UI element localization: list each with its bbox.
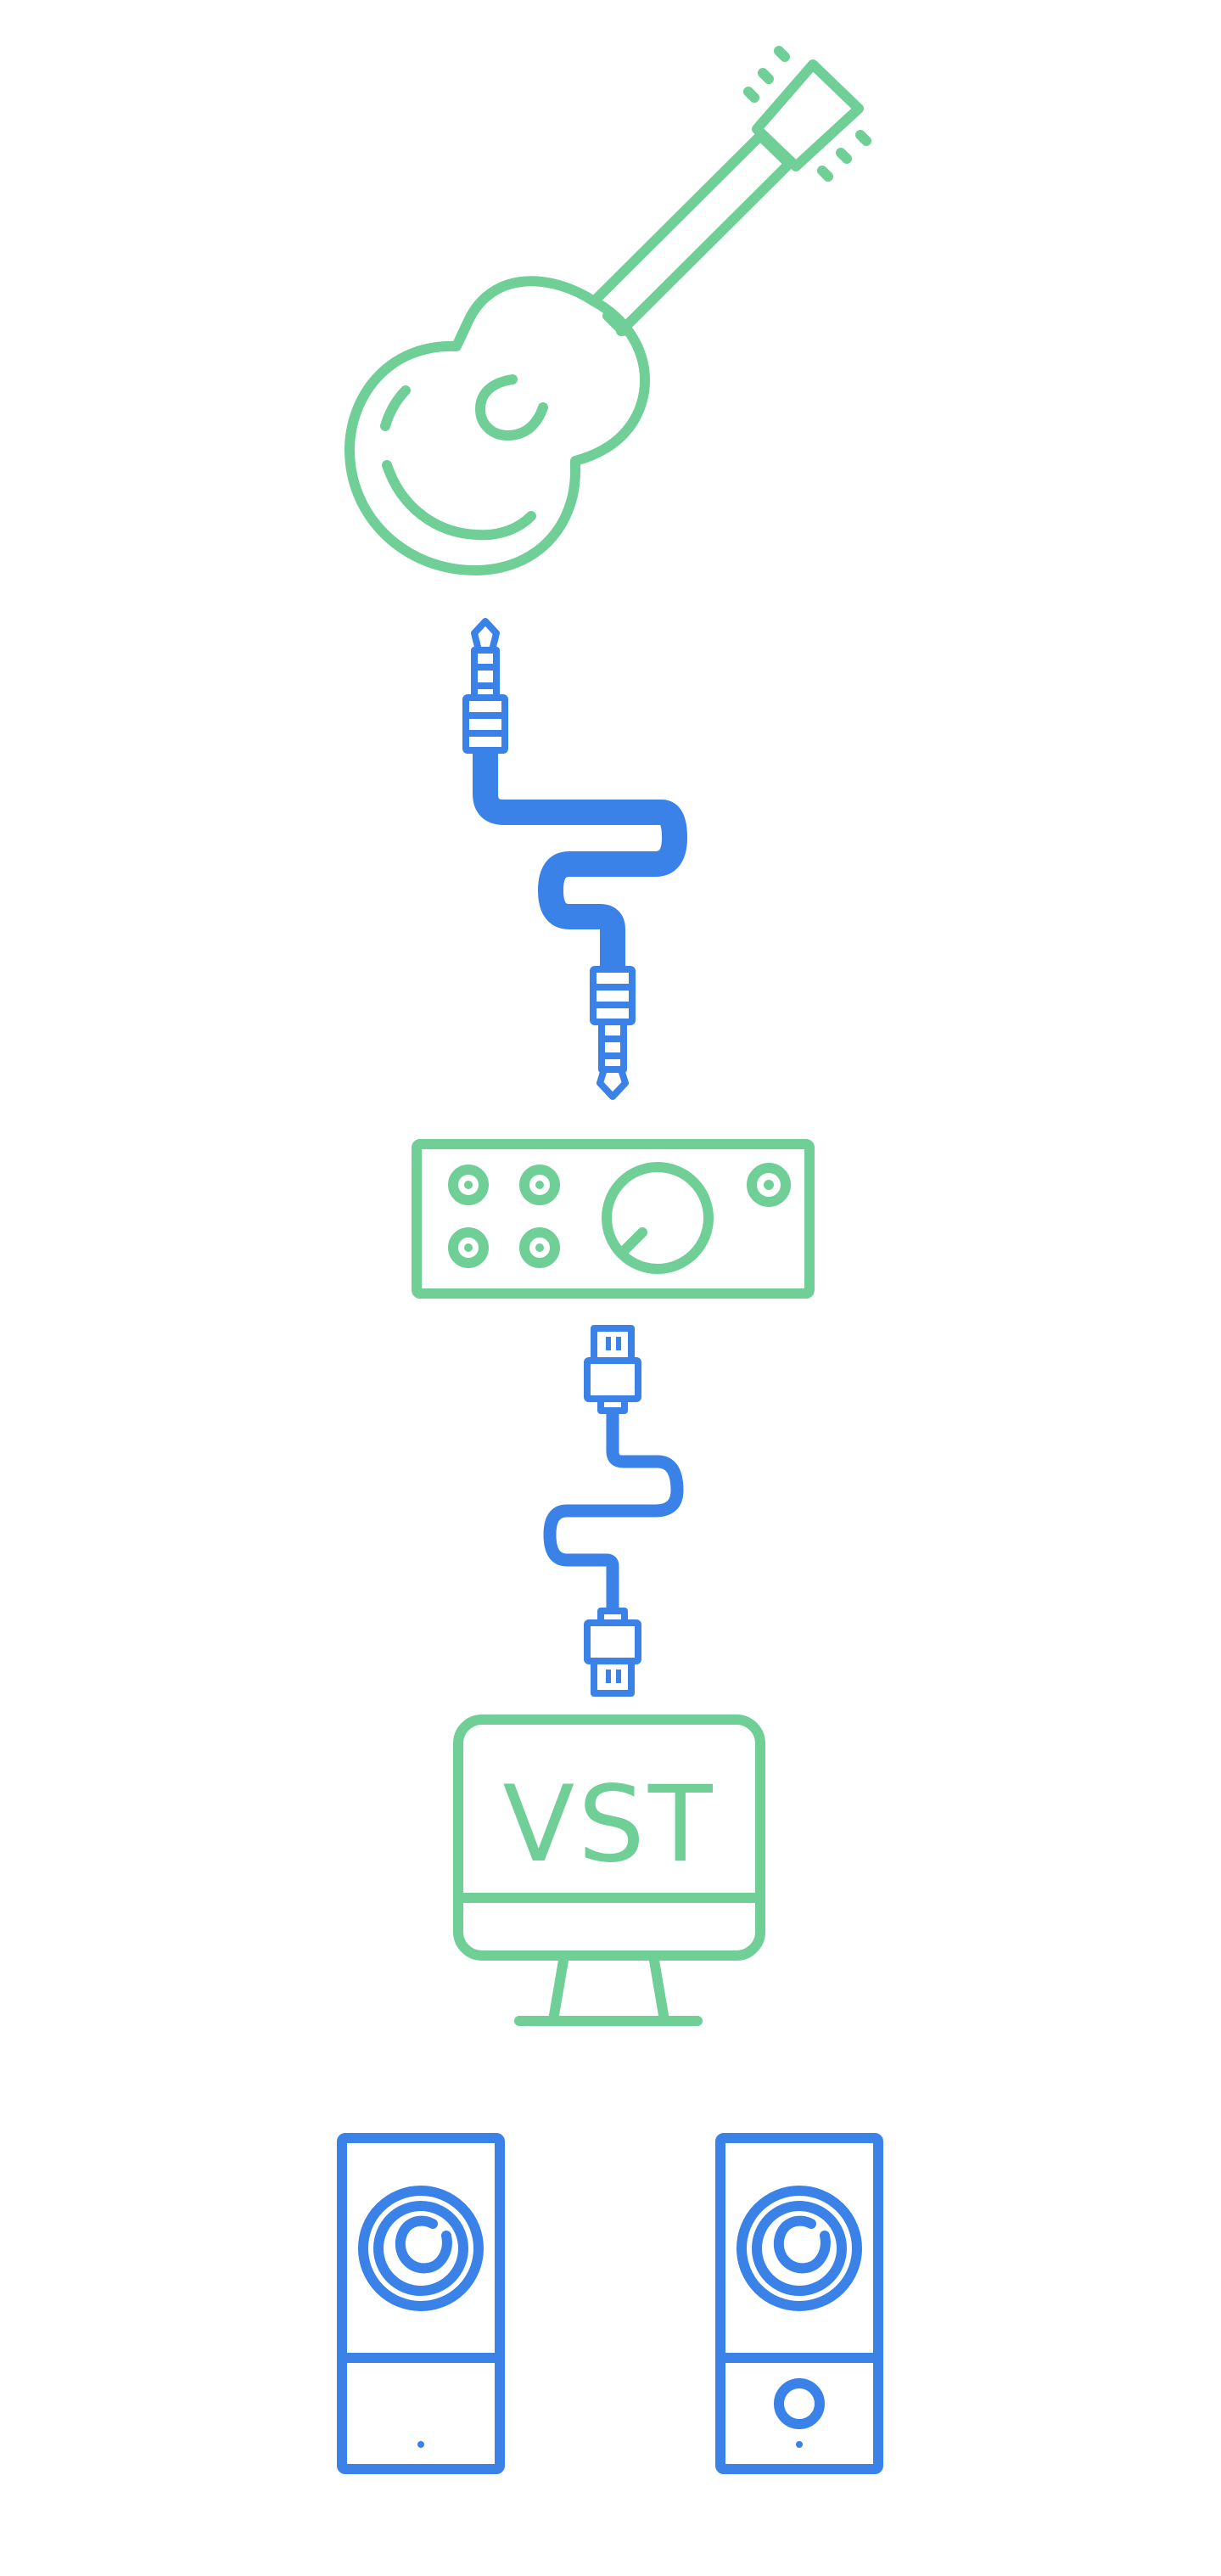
guitar-neck — [589, 131, 794, 336]
speaker-left-woofer — [358, 2186, 484, 2311]
audio-interface-icon — [412, 1139, 815, 1299]
speaker-right-cabinet — [715, 2133, 883, 2474]
interface-knob-small — [448, 1165, 489, 1205]
interface-gain-knob — [602, 1162, 714, 1274]
guitar-body — [344, 276, 650, 575]
guitar-peg — [855, 130, 871, 146]
guitar-peg — [743, 87, 759, 103]
jack-cable-icon — [462, 618, 687, 1100]
speaker-left-cabinet — [337, 2133, 505, 2474]
jack-plug-bottom — [590, 966, 636, 1100]
guitar-icon — [344, 46, 871, 575]
usb-cable-wire — [543, 1409, 684, 1613]
monitor-screen-label: VST — [502, 1764, 715, 1886]
monitor-stand — [548, 1950, 669, 2025]
interface-knob-small — [519, 1227, 560, 1268]
interface-knob-small — [519, 1165, 560, 1205]
usb-cable-icon — [543, 1325, 684, 1697]
interface-chassis — [412, 1139, 815, 1299]
jack-cable-wire — [473, 751, 687, 969]
guitar-peg — [758, 68, 774, 84]
speaker-right-led — [796, 2441, 803, 2448]
speaker-right-woofer — [737, 2186, 862, 2311]
interface-gain-knob-pointer — [619, 1227, 647, 1256]
guitar-peg — [817, 166, 833, 182]
usb-plug-top — [584, 1325, 641, 1414]
guitar-headstock — [752, 59, 864, 171]
interface-knob-small — [448, 1227, 489, 1268]
speaker-icon — [337, 2133, 505, 2474]
interface-knob-small — [747, 1163, 791, 1207]
monitor-icon — [453, 1715, 765, 2026]
guitar-neck-joint — [602, 311, 628, 336]
guitar-body-curve-lower — [382, 460, 536, 541]
guitar-body-curve-upper — [380, 385, 411, 431]
jack-plug-top — [462, 618, 508, 754]
speaker-left-led — [417, 2441, 424, 2448]
speaker-right-tweeter — [774, 2378, 825, 2429]
guitar-sound-hole — [475, 374, 548, 441]
guitar-peg — [774, 46, 790, 62]
speaker-icon — [715, 2133, 883, 2474]
monitor-frame — [453, 1715, 765, 1961]
usb-plug-bottom — [584, 1608, 641, 1697]
guitar-peg — [836, 148, 852, 164]
